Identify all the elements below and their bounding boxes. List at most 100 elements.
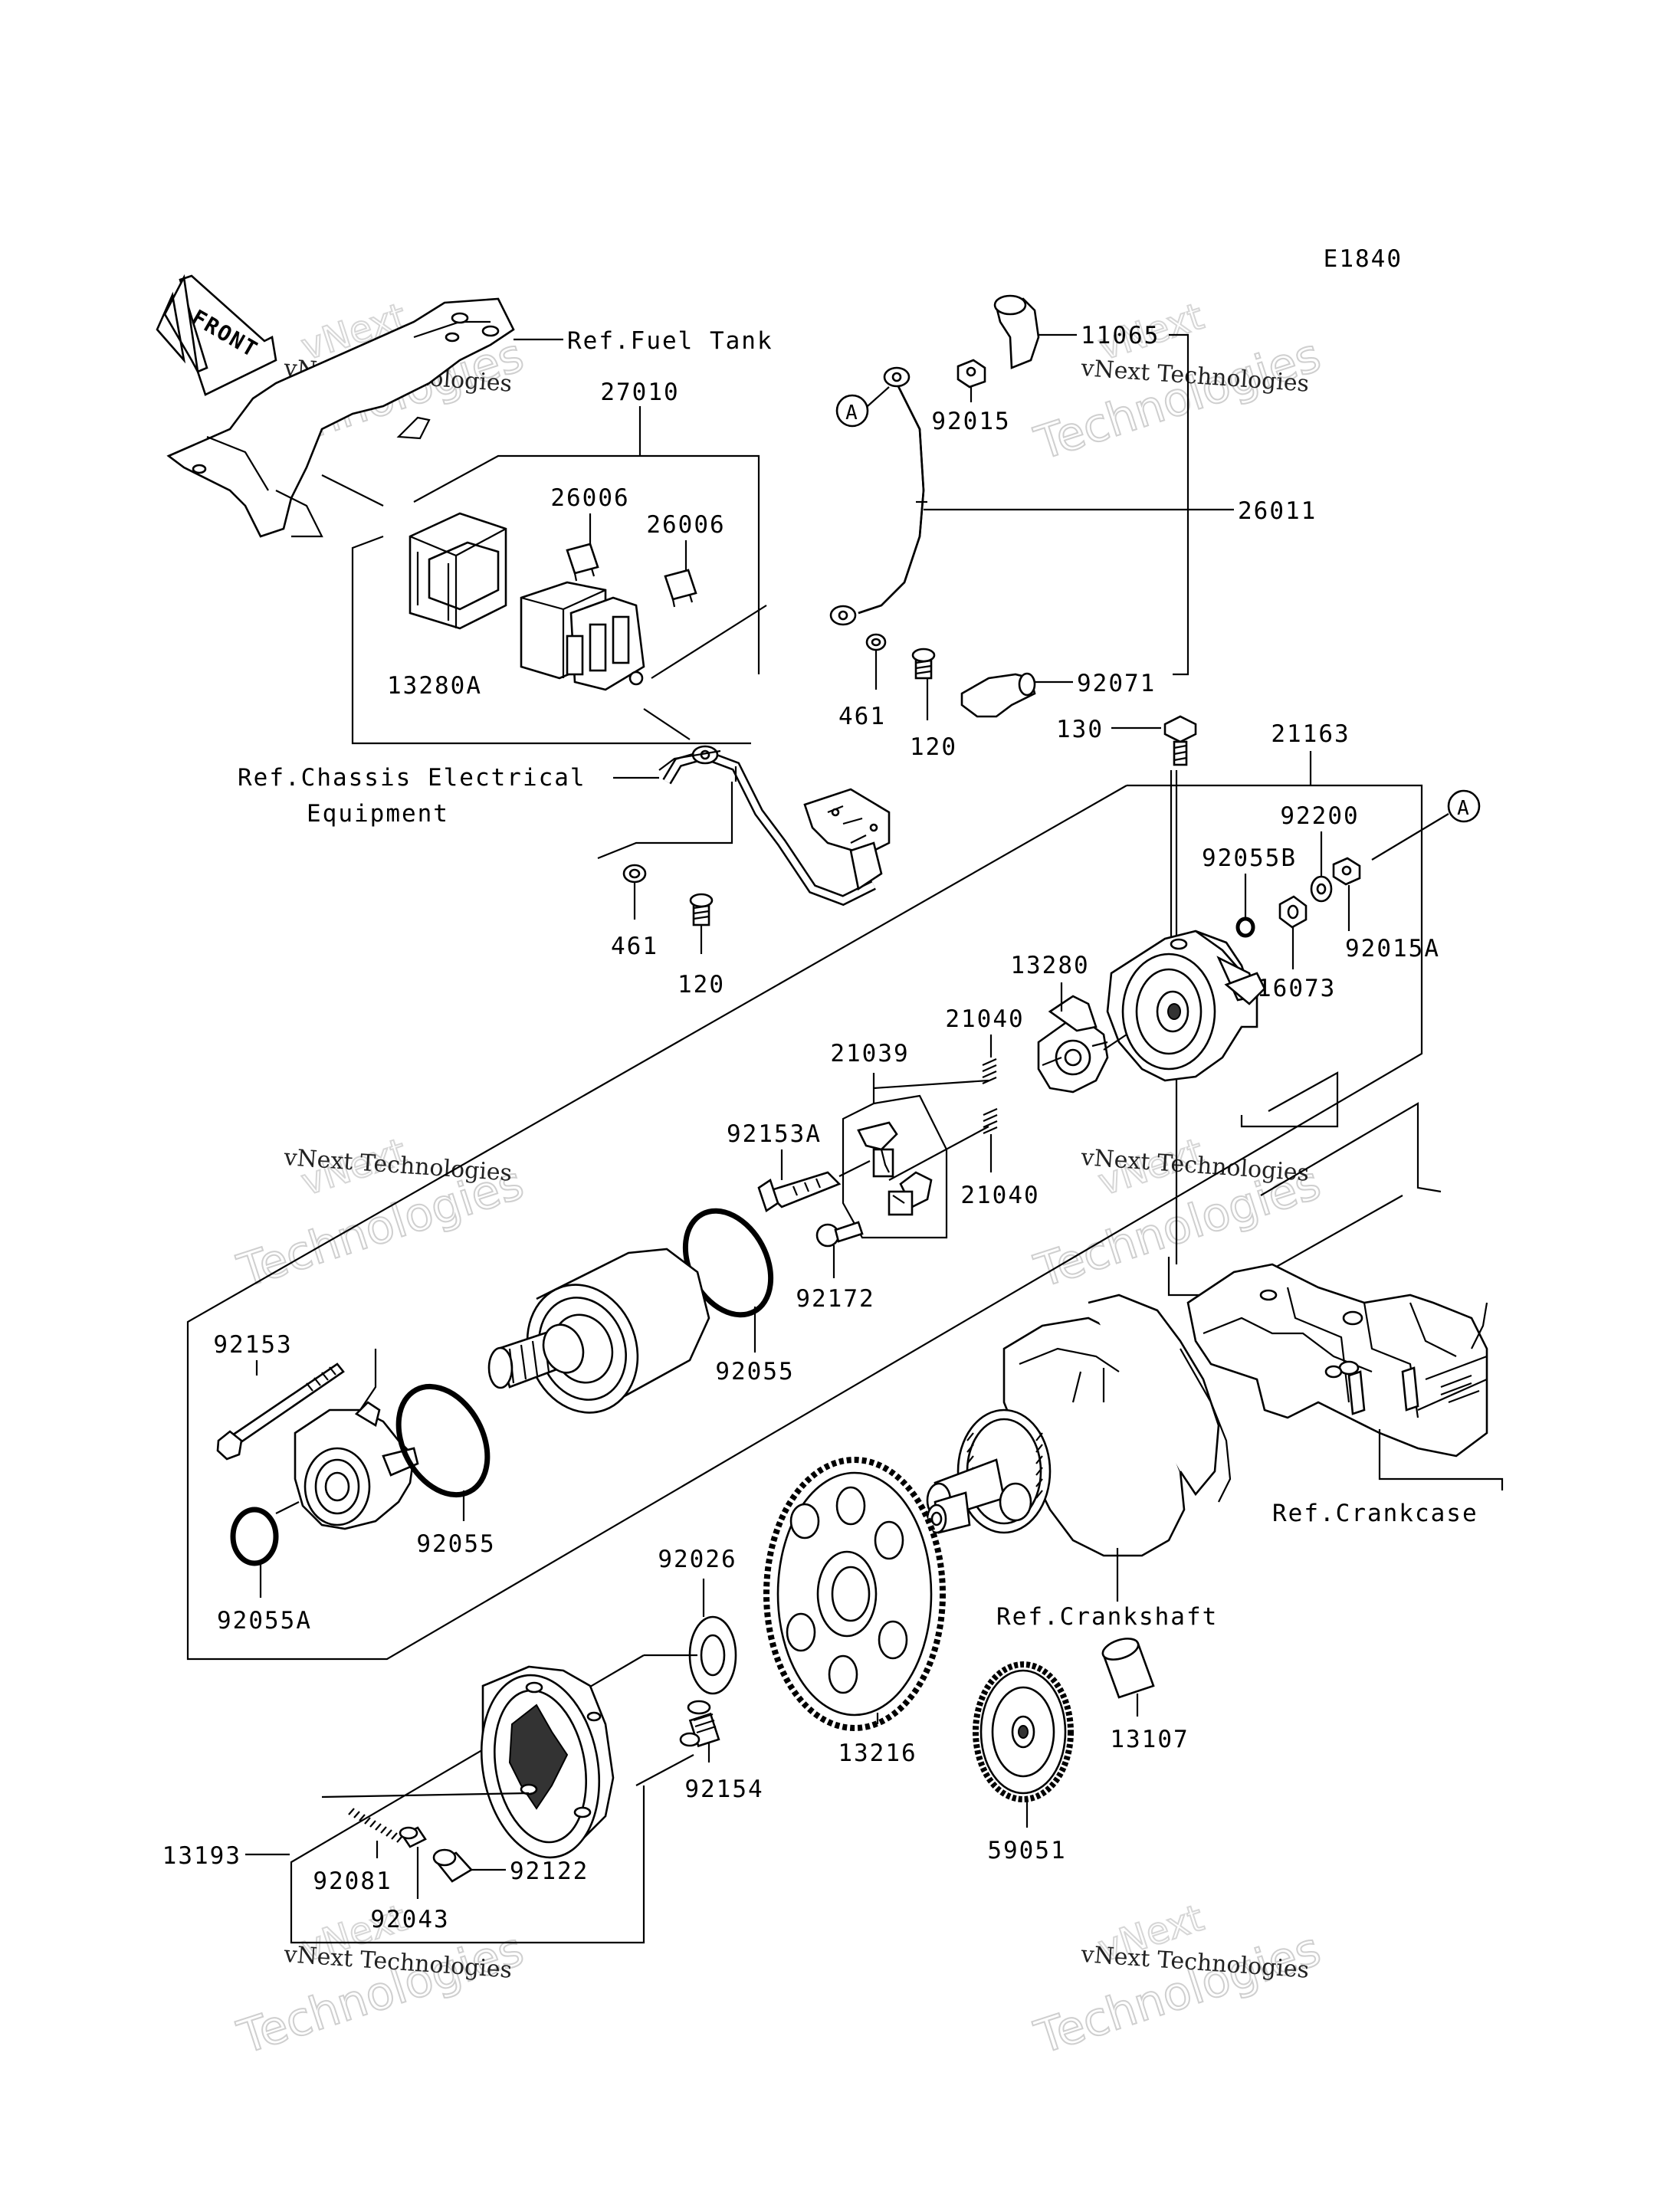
starter-assembly-frame: [186, 751, 1423, 1661]
part-label-92122: 92122: [510, 1858, 589, 1885]
brush-holder-13280: [1037, 995, 1109, 1094]
starter-end-cover: [1106, 930, 1266, 1082]
ref-fuel-tank: Ref.Fuel Tank: [567, 327, 773, 355]
starter-relay-27010: [520, 581, 645, 691]
starter-clutch-13193: [480, 1665, 615, 1859]
svg-text:Technologies: Technologies: [1029, 329, 1327, 471]
part-label-92043: 92043: [370, 1906, 449, 1933]
callout-a-top: A: [835, 386, 890, 428]
part-label-130: 130: [1056, 716, 1104, 743]
part-label-120-top: 120: [910, 733, 957, 761]
front-arrow-icon: FRONT: [156, 274, 277, 396]
part-label-13193: 13193: [162, 1842, 241, 1870]
part-label-92153: 92153: [213, 1331, 292, 1359]
spring-92081: [348, 1808, 403, 1843]
part-label-13107: 13107: [1110, 1726, 1189, 1753]
part-label-92026: 92026: [658, 1546, 737, 1573]
part-label-21163: 21163: [1271, 720, 1350, 748]
part-label-21040-b: 21040: [960, 1182, 1039, 1209]
washer-92026: [688, 1615, 737, 1695]
starter-clutch-frame: [290, 1654, 697, 1944]
ground-cable: [658, 745, 891, 907]
part-label-13280A: 13280A: [387, 672, 482, 700]
pin-92043: [399, 1826, 427, 1848]
screw-92153A: [757, 1171, 842, 1213]
relay-wire-a: [651, 605, 767, 679]
part-label-16073: 16073: [1257, 975, 1336, 1002]
ref-crankcase: Ref.Crankcase: [1272, 1500, 1478, 1527]
relay-group-frame: [321, 406, 760, 745]
part-label-92055-left: 92055: [416, 1530, 495, 1558]
part-label-11065: 11065: [1081, 322, 1160, 349]
watermark-bottom-right: vNext Technologies vNext Technologies: [1028, 1896, 1327, 2066]
ref-chassis-line2: Equipment: [307, 800, 449, 828]
bolt-130: [1163, 715, 1197, 766]
brush-spring-axis: [873, 1079, 989, 1090]
leader-11065-92071: [1169, 333, 1189, 676]
axis-brush-endcover: [1103, 1034, 1127, 1051]
part-label-27010: 27010: [600, 379, 679, 406]
watermark-mid-left: vNext Technologies vNext Technologies: [231, 1130, 530, 1300]
part-label-92081: 92081: [313, 1867, 392, 1895]
idler-gear-59051: [973, 1661, 1074, 1802]
bolt-92153: [216, 1362, 345, 1461]
terminal-cap-92071: [960, 672, 1036, 718]
bolt-92154: [679, 1700, 720, 1748]
svg-text:A: A: [845, 402, 859, 425]
part-label-120-bottom: 120: [678, 971, 725, 998]
part-label-26006-a: 26006: [550, 484, 629, 512]
relay-cover-13280A: [409, 512, 507, 630]
part-label-21040-a: 21040: [945, 1005, 1024, 1033]
crankcase-ref: [1186, 1263, 1488, 1458]
fuse-26006-b: [664, 569, 697, 608]
brush-axis-b: [888, 1126, 989, 1181]
part-label-59051: 59051: [987, 1837, 1066, 1864]
cap-11065: [993, 294, 1040, 369]
part-label-461-bottom: 461: [611, 933, 658, 960]
part-label-92154: 92154: [684, 1776, 763, 1803]
crankshaft-ref: [926, 1294, 1232, 1557]
ref-crankshaft: Ref.Crankshaft: [996, 1603, 1218, 1631]
starter-yoke: [487, 1248, 710, 1414]
part-label-21039: 21039: [830, 1040, 909, 1067]
ground-frame: [597, 782, 733, 860]
part-label-461-top: 461: [838, 703, 886, 730]
spring-21040-b: [983, 1107, 998, 1135]
part-label-92015A: 92015A: [1345, 935, 1440, 962]
bolt-120-bottom: [689, 893, 714, 926]
part-label-92172: 92172: [796, 1285, 874, 1313]
part-label-92055A: 92055A: [217, 1607, 312, 1635]
part-label-92153A: 92153A: [727, 1120, 822, 1148]
part-label-26006-b: 26006: [646, 511, 725, 539]
ref-chassis-line1: Ref.Chassis Electrical: [238, 764, 586, 792]
battery-cable-26011: [829, 366, 927, 626]
fuel-tank-bracket: [166, 297, 515, 538]
part-label-13280: 13280: [1010, 952, 1089, 979]
washer-461-top: [865, 633, 887, 651]
relay-wire-b: [643, 708, 691, 740]
axis-92081: [321, 1792, 530, 1799]
brush-a: [857, 1121, 898, 1178]
axis-92153A: [838, 1160, 871, 1177]
o-ring-92055-left: [395, 1383, 491, 1498]
bolt-120-top: [911, 648, 936, 680]
part-label-92200: 92200: [1280, 802, 1359, 830]
svg-text:A: A: [1457, 797, 1471, 820]
watermark-top-right: vNext Technologies vNext Technologies: [1028, 294, 1327, 472]
nut-16073: [1278, 895, 1308, 929]
starter-gear-13216: [763, 1457, 946, 1731]
callout-a-right: A: [1371, 789, 1481, 861]
fuse-26006-a: [566, 543, 599, 582]
washer-92200: [1310, 875, 1333, 903]
nut-92015A: [1332, 857, 1361, 886]
crankcase-frame: [1167, 1071, 1442, 1297]
part-label-92015: 92015: [931, 408, 1010, 435]
part-label-26011: 26011: [1238, 497, 1317, 525]
leader-crankcase: [1378, 1429, 1504, 1490]
part-label-13216: 13216: [838, 1740, 917, 1767]
axis-92055A: [275, 1501, 300, 1514]
roller-92122: [432, 1848, 474, 1883]
nut-92015: [956, 359, 986, 389]
front-cover-leader: [359, 1349, 377, 1411]
